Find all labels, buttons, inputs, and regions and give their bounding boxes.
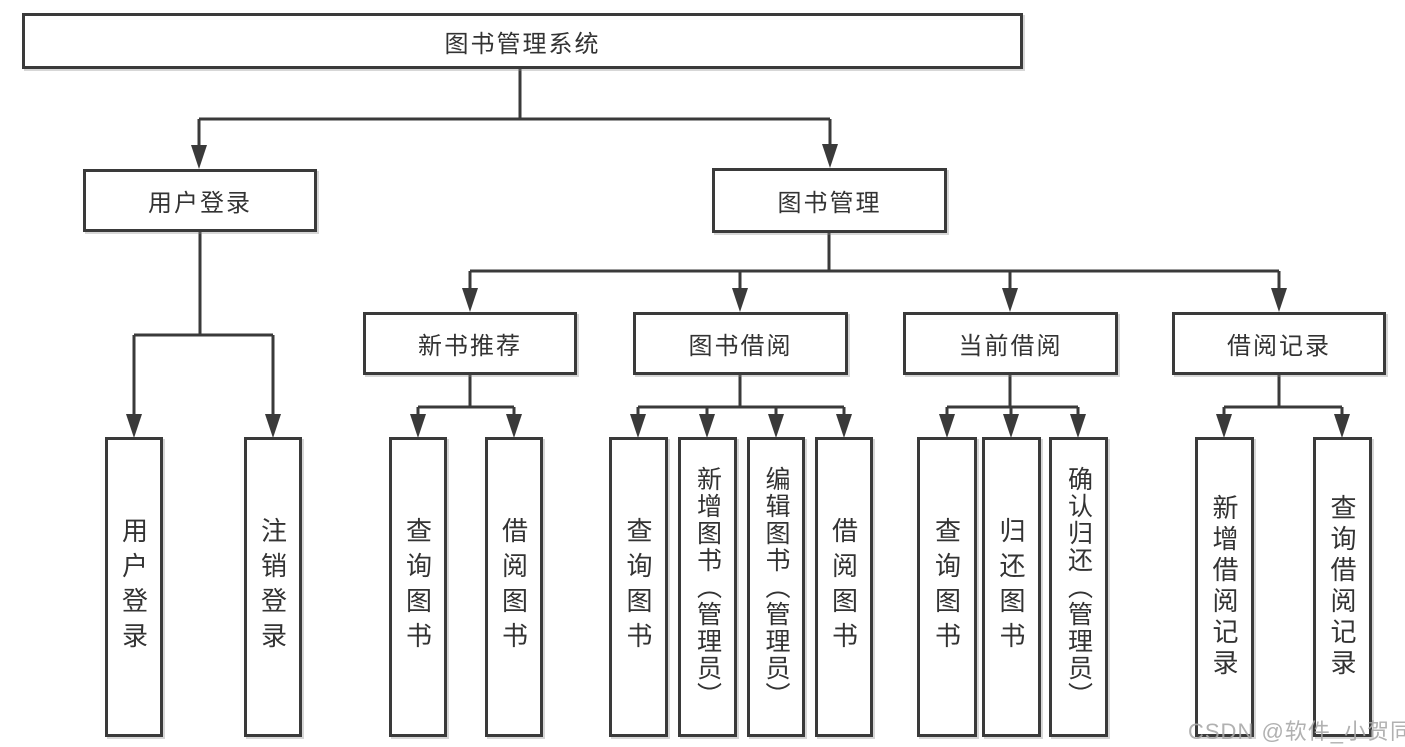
leaf-add-books-admin: 新增图书（管理员） xyxy=(678,437,737,737)
node-label: 查询图书 xyxy=(623,517,653,657)
node-label: 查询借阅记录 xyxy=(1327,494,1357,680)
node-label: 归还图书 xyxy=(996,517,1026,657)
node-label: 当前借阅 xyxy=(958,333,1063,360)
connector-borrow-to-leaves xyxy=(636,375,846,416)
node-label: 用户登录 xyxy=(118,517,149,657)
leaf-user-login: 用户登录 xyxy=(105,437,163,737)
connector-bookmgmt-to-level3 xyxy=(468,233,1281,290)
node-book-borrowing: 图书借阅 xyxy=(633,312,848,375)
arrowhead xyxy=(462,288,478,312)
node-current-borrowing: 当前借阅 xyxy=(903,312,1118,375)
arrowhead xyxy=(1002,288,1018,312)
node-label: 注销登录 xyxy=(257,517,288,657)
node-label: 新增图书（管理员） xyxy=(693,465,722,709)
arrowhead xyxy=(265,414,281,438)
leaf-query-books-current: 查询图书 xyxy=(917,437,977,737)
arrowhead xyxy=(1070,414,1086,438)
connector-userlogin-to-leaves xyxy=(132,232,275,416)
node-label: 借阅图书 xyxy=(498,517,529,657)
arrowheads xyxy=(126,144,1350,438)
node-borrowing-records: 借阅记录 xyxy=(1172,312,1386,375)
arrowhead xyxy=(939,414,955,438)
csdn-watermark: CSDN @软件_小贺同学 xyxy=(1188,719,1405,744)
arrowhead xyxy=(1003,414,1019,438)
arrowhead xyxy=(699,414,715,438)
connector-root-to-level2 xyxy=(197,69,832,147)
node-label: 图书管理系统 xyxy=(444,30,601,58)
arrowhead xyxy=(1334,414,1350,438)
leaf-borrow-books: 借阅图书 xyxy=(815,437,873,737)
node-new-book-recommend: 新书推荐 xyxy=(363,312,577,375)
node-book-management-branch: 图书管理 xyxy=(712,168,947,233)
leaf-query-borrow-record: 查询借阅记录 xyxy=(1313,437,1372,737)
arrowhead xyxy=(768,414,784,438)
leaf-return-books: 归还图书 xyxy=(982,437,1041,737)
node-label: 图书管理 xyxy=(777,190,882,217)
connector-records-to-leaves xyxy=(1222,375,1344,416)
arrowhead xyxy=(1271,288,1287,312)
leaf-borrow-books-recommend: 借阅图书 xyxy=(485,437,543,737)
arrowhead xyxy=(822,144,838,168)
arrowhead xyxy=(836,414,852,438)
node-label: 新书推荐 xyxy=(418,333,522,360)
leaf-edit-books-admin: 编辑图书（管理员） xyxy=(747,437,805,737)
node-label: 借阅记录 xyxy=(1227,333,1331,360)
connector-newbook-to-leaves xyxy=(416,375,516,416)
leaf-confirm-return-admin: 确认归还（管理员） xyxy=(1049,437,1108,737)
arrowhead xyxy=(126,414,142,438)
node-label: 用户登录 xyxy=(148,190,252,217)
leaf-add-borrow-record: 新增借阅记录 xyxy=(1195,437,1254,737)
leaf-query-books-borrow: 查询图书 xyxy=(609,437,668,737)
leaf-logout: 注销登录 xyxy=(244,437,302,737)
arrowhead xyxy=(410,414,426,438)
arrowhead xyxy=(732,288,748,312)
node-root-system: 图书管理系统 xyxy=(22,13,1023,69)
connector-current-to-leaves xyxy=(945,375,1080,416)
arrowhead xyxy=(1216,414,1232,438)
leaf-query-books-recommend: 查询图书 xyxy=(389,437,447,737)
arrowhead xyxy=(630,414,646,438)
arrowhead xyxy=(191,145,207,169)
node-user-login-branch: 用户登录 xyxy=(83,169,317,232)
node-label: 查询图书 xyxy=(402,517,433,657)
node-label: 查询图书 xyxy=(931,517,962,657)
node-label: 借阅图书 xyxy=(828,517,859,657)
node-label: 编辑图书（管理员） xyxy=(762,465,790,709)
node-label: 新增借阅记录 xyxy=(1209,494,1239,680)
node-label: 图书借阅 xyxy=(688,333,793,360)
arrowhead xyxy=(506,414,522,438)
node-label: 确认归还（管理员） xyxy=(1064,465,1093,709)
